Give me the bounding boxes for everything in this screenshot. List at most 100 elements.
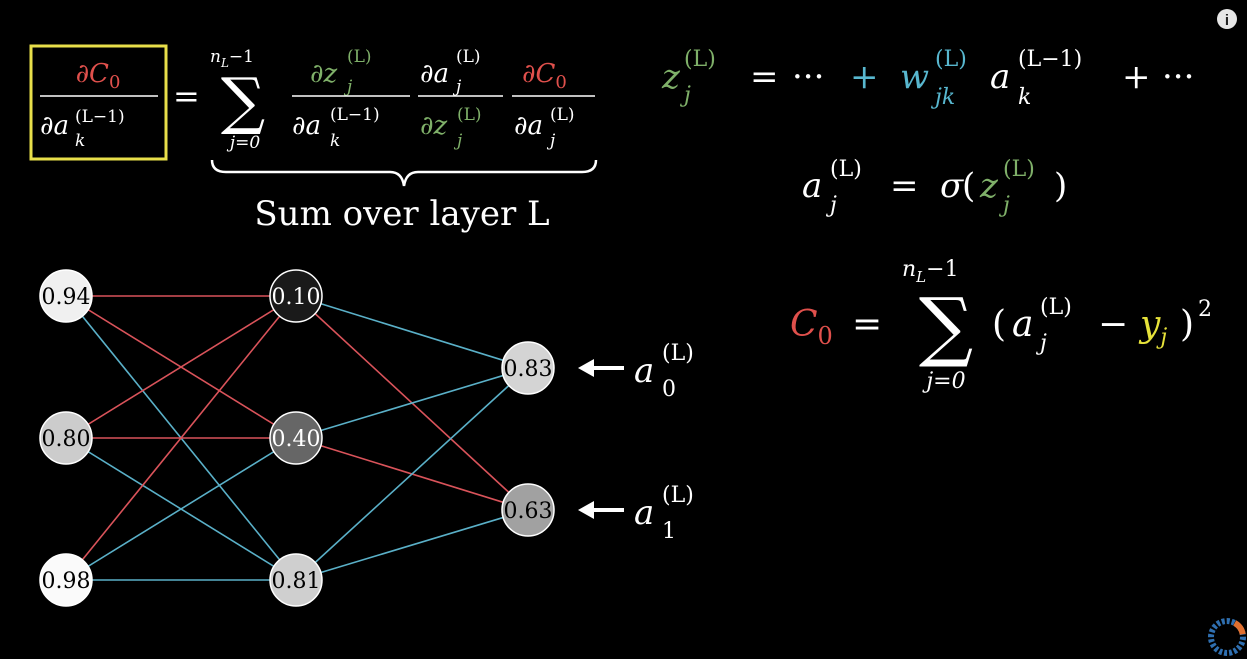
act-a-sub: j	[825, 193, 837, 218]
info-button[interactable]: i	[1217, 9, 1237, 29]
neuron-0-0: 0.94	[39, 269, 93, 323]
output-labels: a (L) 0 a (L) 1	[578, 341, 694, 544]
frac3-den: ∂a	[514, 111, 543, 141]
frac2-den-sup: (L)	[457, 105, 482, 125]
z-dots-left: ···	[792, 57, 824, 97]
equals-sign-main: =	[173, 77, 200, 115]
frac-num: ∂C0	[76, 59, 121, 93]
output-label-0: a (L) 0	[578, 341, 694, 402]
cost-y: yj	[1138, 304, 1167, 350]
arrow-head	[578, 359, 594, 377]
output-label-1: a (L) 1	[578, 483, 694, 544]
boxed-derivative: ∂C0 ∂a (L−1) k	[29, 44, 168, 161]
neuron-value: 0.81	[272, 569, 321, 594]
frac2-den-sub: j	[453, 131, 463, 151]
network-edge	[65, 295, 297, 581]
cost-a: a	[1012, 304, 1033, 345]
w-sub: jk	[930, 85, 955, 110]
neuron-value: 0.63	[504, 499, 553, 524]
network-edge	[295, 509, 529, 581]
cost-eq: =	[852, 304, 882, 345]
loading-spinner-icon	[1208, 618, 1246, 656]
neuron-value: 0.10	[272, 285, 321, 310]
cost-equation: C0 = nL−1 ∑ j=0 ( a (L) j − yj ) 2	[790, 257, 1212, 394]
frac-den-sub: k	[75, 131, 85, 151]
act-eq: =	[890, 166, 919, 206]
neuron-value: 0.40	[272, 427, 321, 452]
frac2-den: ∂z	[420, 111, 447, 141]
sum-lower-limit: j=0	[226, 133, 261, 153]
neuron-value: 0.80	[42, 427, 91, 452]
cost-a-sub: j	[1035, 331, 1047, 356]
neuron-circle	[501, 341, 555, 395]
frac3-num: ∂C0	[522, 59, 567, 93]
output-a0: a	[634, 351, 654, 391]
cost-C: C0	[790, 304, 833, 350]
frac-den: ∂a	[40, 111, 69, 141]
info-icon-glyph: i	[1225, 12, 1229, 29]
arrow-head	[578, 501, 594, 519]
cost-upper-limit: nL−1	[902, 257, 959, 286]
summation-block: nL−1 ∑ j=0 ∂z (L) j ∂a (L−1) k ∂a (L) j …	[210, 47, 598, 234]
neuron-value: 0.98	[42, 569, 91, 594]
act-a: a	[802, 166, 822, 206]
z-dots-right: ···	[1162, 57, 1194, 97]
act-rparen: )	[1054, 166, 1067, 206]
z-sup: (L)	[684, 47, 716, 72]
act-z-sub: j	[998, 193, 1010, 218]
z-symbol: z	[661, 57, 681, 97]
act-z: z	[979, 166, 999, 206]
act-sigma: σ	[940, 166, 964, 206]
neuron-2-1: 0.63	[501, 483, 555, 537]
neuron-circle	[39, 553, 93, 607]
activation-equation: a (L) j = σ ( z (L) j )	[802, 157, 1067, 218]
neuron-value: 0.94	[42, 285, 91, 310]
a-prev-sup: (L−1)	[1018, 47, 1082, 72]
sum-symbol: ∑	[221, 64, 265, 137]
output-a0-sub: 0	[662, 377, 676, 402]
frac3-den-sup: (L)	[550, 105, 575, 125]
frac-den-sup: (L−1)	[75, 107, 125, 127]
neuron-circle	[269, 411, 323, 465]
frac2-num: ∂a	[420, 59, 449, 89]
cost-lower-limit: j=0	[921, 369, 965, 394]
neuron-circle	[269, 269, 323, 323]
cost-sum-symbol: ∑	[919, 281, 973, 370]
neuron-1-0: 0.10	[269, 269, 323, 323]
act-a-sup: (L)	[830, 157, 862, 182]
act-lparen: (	[962, 166, 975, 206]
z-eq: =	[750, 57, 779, 97]
network-edge	[295, 367, 529, 581]
network-edge	[65, 437, 297, 581]
z-sub: j	[679, 83, 691, 108]
frac1-den-sup: (L−1)	[330, 105, 380, 125]
neuron-0-2: 0.98	[39, 553, 93, 607]
neuron-value: 0.83	[504, 357, 553, 382]
cost-minus: −	[1098, 304, 1128, 345]
output-a1-sub: 1	[662, 519, 676, 544]
frac2-num-sup: (L)	[456, 47, 481, 67]
act-z-sup: (L)	[1003, 157, 1035, 182]
neural-network-diagram: 0.94 0.80 0.98 0.10 0.40 0.81 0.83 0.63	[39, 269, 555, 607]
info-icon[interactable]	[1217, 9, 1237, 29]
output-a0-sup: (L)	[662, 341, 694, 366]
neuron-1-2: 0.81	[269, 553, 323, 607]
frac1-num: ∂z	[310, 59, 337, 89]
cost-a-sup: (L)	[1040, 295, 1072, 320]
sum-caption: Sum over layer L	[254, 194, 549, 234]
w-symbol: w	[900, 57, 929, 97]
neuron-1-1: 0.40	[269, 411, 323, 465]
neuron-circle	[501, 483, 555, 537]
neuron-2-0: 0.83	[501, 341, 555, 395]
network-edge	[295, 367, 529, 439]
frac1-num-sub: j	[343, 77, 353, 97]
neuron-circle	[39, 269, 93, 323]
neuron-0-1: 0.80	[39, 411, 93, 465]
network-edge	[65, 295, 297, 439]
frac2-num-sub: j	[452, 77, 462, 97]
z-plus-right: +	[1122, 57, 1151, 97]
frac1-den-sub: k	[330, 131, 340, 151]
w-sup: (L)	[935, 47, 967, 72]
neuron-circle	[269, 553, 323, 607]
frac1-den: ∂a	[292, 111, 321, 141]
